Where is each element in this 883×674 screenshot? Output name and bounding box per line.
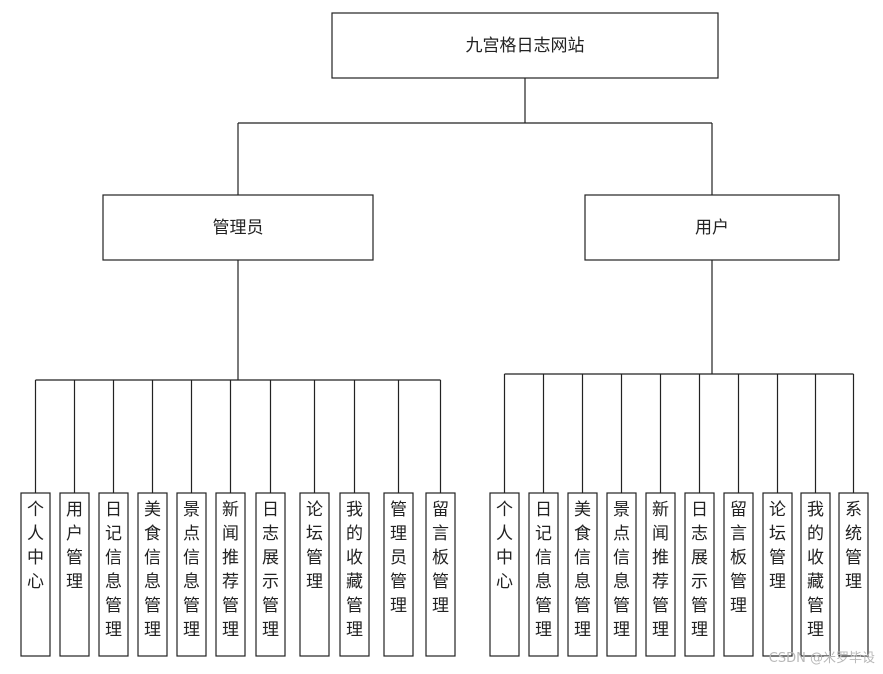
user-module-label: 系统管理 <box>845 500 862 592</box>
user-module-label: 个人中心 <box>496 500 513 592</box>
admin-module-label: 留言板管理 <box>432 500 449 616</box>
admin-module-box <box>299 492 330 657</box>
user-module-box <box>528 492 559 657</box>
user-module-node: 美食信息管理 <box>567 492 598 657</box>
role-node-admin-box <box>102 194 374 261</box>
admin-module-box <box>98 492 129 657</box>
user-module-node: 个人中心 <box>489 492 520 657</box>
admin-module-label: 日记信息管理 <box>105 500 122 640</box>
user-module-label: 论坛管理 <box>769 500 786 592</box>
admin-module-box <box>176 492 207 657</box>
admin-module-label: 个人中心 <box>27 500 44 592</box>
admin-module-box <box>215 492 246 657</box>
user-module-label: 景点信息管理 <box>613 500 630 640</box>
admin-module-node: 论坛管理 <box>299 492 330 657</box>
user-module-box <box>489 492 520 657</box>
admin-module-node: 留言板管理 <box>425 492 456 657</box>
user-module-box <box>684 492 715 657</box>
user-module-node: 景点信息管理 <box>606 492 637 657</box>
admin-module-node: 管理员管理 <box>383 492 414 657</box>
user-module-box <box>838 492 869 657</box>
user-module-label: 我的收藏管理 <box>807 500 824 640</box>
admin-module-node: 新闻推荐管理 <box>215 492 246 657</box>
root-node-label: 九宫格日志网站 <box>466 36 585 56</box>
role-node-user-label: 用户 <box>695 218 729 238</box>
user-module-box <box>800 492 831 657</box>
admin-module-label: 论坛管理 <box>306 500 323 592</box>
admin-module-label: 日志展示管理 <box>262 500 279 640</box>
user-module-label: 美食信息管理 <box>574 500 591 640</box>
user-module-node: 日志展示管理 <box>684 492 715 657</box>
role-node-admin: 管理员 <box>102 194 374 261</box>
admin-module-node: 日志展示管理 <box>255 492 286 657</box>
admin-module-label: 新闻推荐管理 <box>222 500 239 640</box>
user-module-node: 系统管理 <box>838 492 869 657</box>
user-module-box <box>645 492 676 657</box>
user-module-box <box>606 492 637 657</box>
role-node-user-box <box>584 194 840 261</box>
root-node-box <box>331 12 719 79</box>
user-module-box <box>567 492 598 657</box>
connector-lines <box>34 78 855 493</box>
root-node: 九宫格日志网站 <box>331 12 719 79</box>
admin-module-label: 我的收藏管理 <box>346 500 363 640</box>
admin-module-node: 日记信息管理 <box>98 492 129 657</box>
user-module-node: 新闻推荐管理 <box>645 492 676 657</box>
admin-module-box <box>383 492 414 657</box>
admin-module-node: 我的收藏管理 <box>339 492 370 657</box>
admin-module-label: 管理员管理 <box>390 500 407 616</box>
user-module-node: 日记信息管理 <box>528 492 559 657</box>
watermark-text: CSDN @米罗毕设 <box>768 651 875 666</box>
admin-module-node: 个人中心 <box>20 492 51 657</box>
admin-module-node: 美食信息管理 <box>137 492 168 657</box>
admin-module-box <box>425 492 456 657</box>
admin-module-box <box>339 492 370 657</box>
admin-module-box <box>255 492 286 657</box>
user-module-node: 论坛管理 <box>762 492 793 657</box>
admin-module-box <box>137 492 168 657</box>
user-module-node: 我的收藏管理 <box>800 492 831 657</box>
admin-module-box <box>20 492 51 657</box>
user-module-group: 个人中心 日记信息管理 美食信息管理 景点信息管理 新闻推荐管理 日志展示管理 留言板管理 论… <box>489 492 869 657</box>
admin-module-node: 景点信息管理 <box>176 492 207 657</box>
user-module-node: 留言板管理 <box>723 492 754 657</box>
role-node-admin-label: 管理员 <box>213 218 264 238</box>
admin-module-label: 美食信息管理 <box>144 500 161 640</box>
user-module-box <box>762 492 793 657</box>
admin-module-node: 用户管理 <box>59 492 90 657</box>
role-node-user: 用户 <box>584 194 840 261</box>
admin-module-box <box>59 492 90 657</box>
user-module-label: 日记信息管理 <box>535 500 552 640</box>
admin-module-group: 个人中心 用户管理 日记信息管理 美食信息管理 景点信息管理 新闻推荐管理 日志展示管理 论坛… <box>20 492 456 657</box>
admin-module-label: 景点信息管理 <box>183 500 200 640</box>
user-module-label: 留言板管理 <box>730 500 747 616</box>
user-module-label: 日志展示管理 <box>691 500 708 640</box>
user-module-label: 新闻推荐管理 <box>652 500 669 640</box>
admin-module-label: 用户管理 <box>66 500 83 592</box>
user-module-box <box>723 492 754 657</box>
